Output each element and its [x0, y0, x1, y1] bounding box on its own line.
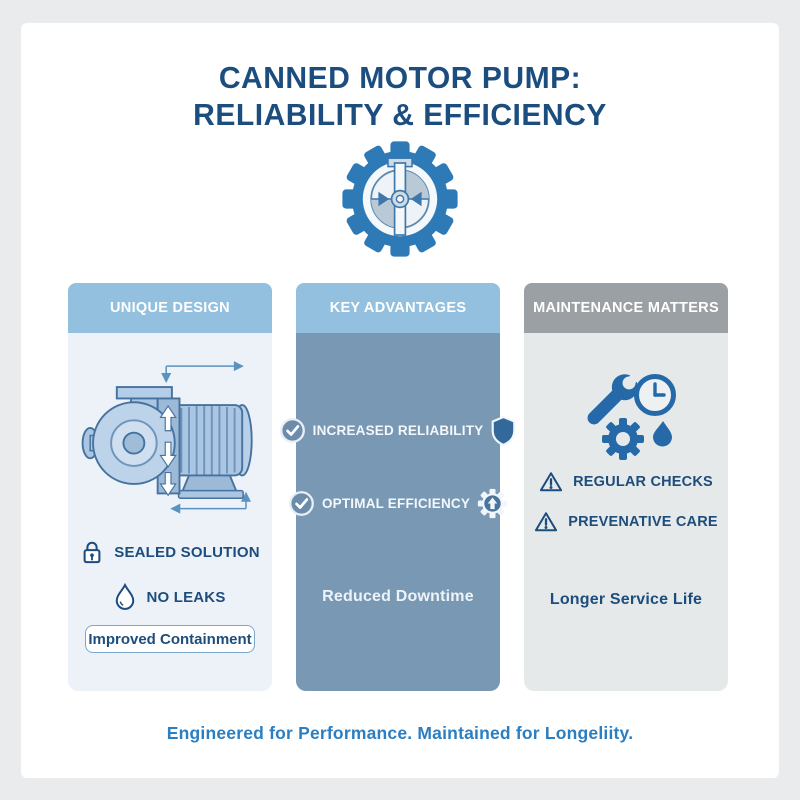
warning-triangle-icon — [534, 511, 558, 533]
column-key-advantages: KEY ADVANTAGES INCREASED RELIABILITY — [279, 283, 516, 693]
longer-service-life-note: Longer Service Life — [549, 591, 703, 608]
infographic-card: CANNED MOTOR PUMP: RELIABILITY & EFFICIE… — [21, 23, 779, 778]
column-body: SEALED SOLUTION NO LEAKS Improved Contai… — [68, 333, 272, 691]
column-header: UNIQUE DESIGN — [68, 283, 272, 333]
column-body: INCREASED RELIABILITY OPTIMAL EFFICIENCY — [279, 333, 516, 691]
check-circle-icon — [288, 490, 315, 517]
callout-label: Improved Containment — [88, 630, 252, 648]
maintenance-label: PREVENATIVE CARE — [568, 514, 718, 530]
feature-sealed-solution: SEALED SOLUTION — [68, 539, 272, 565]
column-header: MAINTENANCE MATTERS — [524, 283, 728, 333]
lock-icon — [80, 539, 104, 565]
pump-cutaway-illustration — [75, 343, 265, 528]
title-line-2: RELIABILITY & EFFICIENCY — [193, 97, 607, 133]
advantage-increased-reliability: INCREASED RELIABILITY — [279, 415, 516, 446]
advantage-optimal-efficiency: OPTIMAL EFFICIENCY — [289, 488, 508, 519]
reduced-downtime-note: Reduced Downtime — [322, 588, 474, 605]
advantage-label: INCREASED RELIABILITY — [312, 423, 484, 438]
page-title: CANNED MOTOR PUMP: RELIABILITY & EFFICIE… — [32, 59, 767, 133]
column-maintenance-matters: MAINTENANCE MATTERS — [524, 283, 728, 693]
column-body: REGULAR CHECKS PREVENATIVE CARE Longer S… — [524, 333, 728, 691]
check-circle-icon — [279, 417, 306, 444]
droplet-icon — [114, 583, 136, 611]
droplet-icon — [653, 421, 672, 447]
gear-icon — [602, 418, 644, 460]
improved-containment-callout: Improved Containment — [85, 625, 255, 653]
wrench-icon — [587, 371, 641, 425]
column-header-label: MAINTENANCE MATTERS — [533, 300, 719, 316]
gear-pump-icon — [340, 138, 460, 260]
warning-triangle-icon — [539, 471, 563, 493]
maintenance-label: REGULAR CHECKS — [573, 474, 713, 490]
clock-icon — [634, 374, 676, 416]
column-unique-design: UNIQUE DESIGN — [68, 283, 272, 693]
feature-label: SEALED SOLUTION — [114, 543, 260, 561]
gear-arrow-up-icon — [477, 488, 508, 519]
maintenance-icon-cluster — [569, 355, 685, 465]
feature-label: NO LEAKS — [146, 588, 226, 606]
shield-icon — [490, 415, 517, 446]
footer-tagline: Engineered for Performance. Maintained f… — [166, 723, 634, 743]
title-line-1: CANNED MOTOR PUMP: — [218, 60, 582, 95]
feature-no-leaks: NO LEAKS — [68, 583, 272, 611]
maintenance-regular-checks: REGULAR CHECKS — [524, 471, 728, 493]
column-header-label: KEY ADVANTAGES — [329, 300, 467, 316]
advantage-label: OPTIMAL EFFICIENCY — [321, 496, 471, 511]
column-header: KEY ADVANTAGES — [296, 283, 500, 333]
column-header-label: UNIQUE DESIGN — [110, 300, 230, 316]
maintenance-preventative-care: PREVENATIVE CARE — [524, 511, 728, 533]
